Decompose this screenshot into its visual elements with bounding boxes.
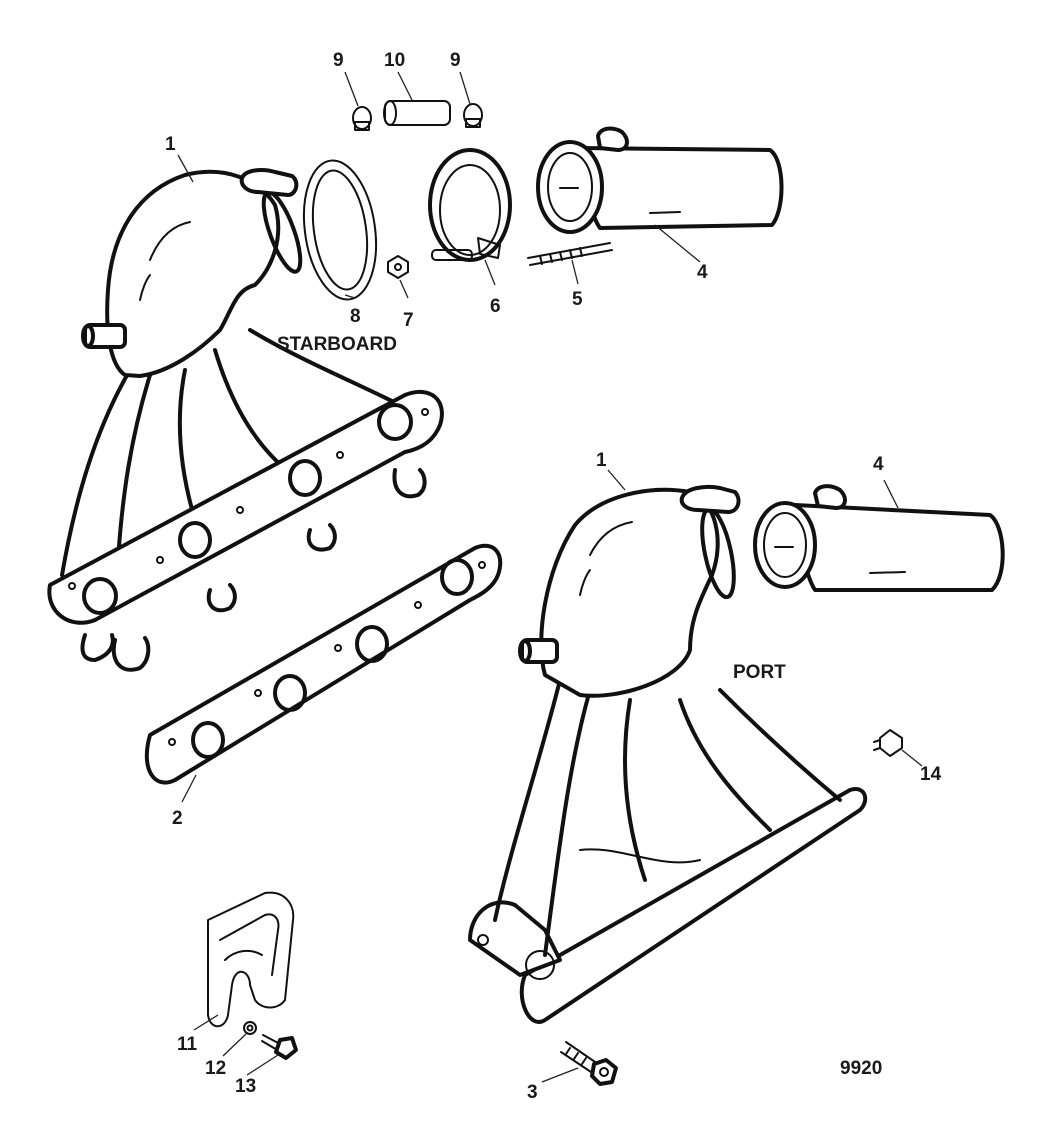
port-manifold: [468, 484, 868, 1024]
starboard-label: STARBOARD: [277, 334, 397, 355]
callout-3: 3: [527, 1082, 538, 1103]
bolt: [560, 1041, 618, 1086]
hose-clamp-right: [463, 103, 483, 128]
callout-9-left: 9: [333, 50, 344, 71]
callout-8: 8: [350, 306, 361, 327]
hose: [383, 100, 451, 126]
fitting: [873, 729, 903, 757]
callout-9-right: 9: [450, 50, 461, 71]
port-label: PORT: [733, 662, 786, 683]
callout-14: 14: [920, 764, 942, 785]
callout-4-starboard: 4: [697, 262, 708, 283]
callout-11: 11: [177, 1034, 198, 1055]
callout-4-port: 4: [873, 454, 884, 475]
callout-13: 13: [235, 1076, 256, 1097]
washer: [243, 1021, 257, 1035]
figure-code: 9920: [840, 1058, 882, 1079]
starboard-manifold: [47, 168, 444, 672]
nut: [387, 255, 409, 279]
manifold-gasket: [144, 544, 503, 785]
callout-7: 7: [403, 310, 414, 331]
hose-clamp-left: [352, 106, 372, 131]
leader-lines: [177, 71, 923, 1083]
callout-1-port: 1: [596, 450, 607, 471]
exhaust-elbow-starboard: [536, 126, 784, 234]
callout-1-starboard: 1: [165, 134, 176, 155]
screw-small: [261, 1034, 298, 1060]
callout-12: 12: [205, 1058, 226, 1079]
callout-10: 10: [384, 50, 405, 71]
stud: [527, 242, 613, 266]
v-band-clamp: [428, 148, 512, 262]
callout-6: 6: [490, 296, 501, 317]
exhaust-seal-ring: [302, 159, 378, 301]
callouts: 1 9 10 9 8 7 6 5 4 1 4 2 14 11 12 13 3: [165, 50, 942, 1103]
exhaust-elbow-port: [753, 484, 1005, 592]
callout-5: 5: [572, 289, 583, 310]
bracket: [207, 891, 295, 1028]
callout-2: 2: [172, 808, 183, 829]
